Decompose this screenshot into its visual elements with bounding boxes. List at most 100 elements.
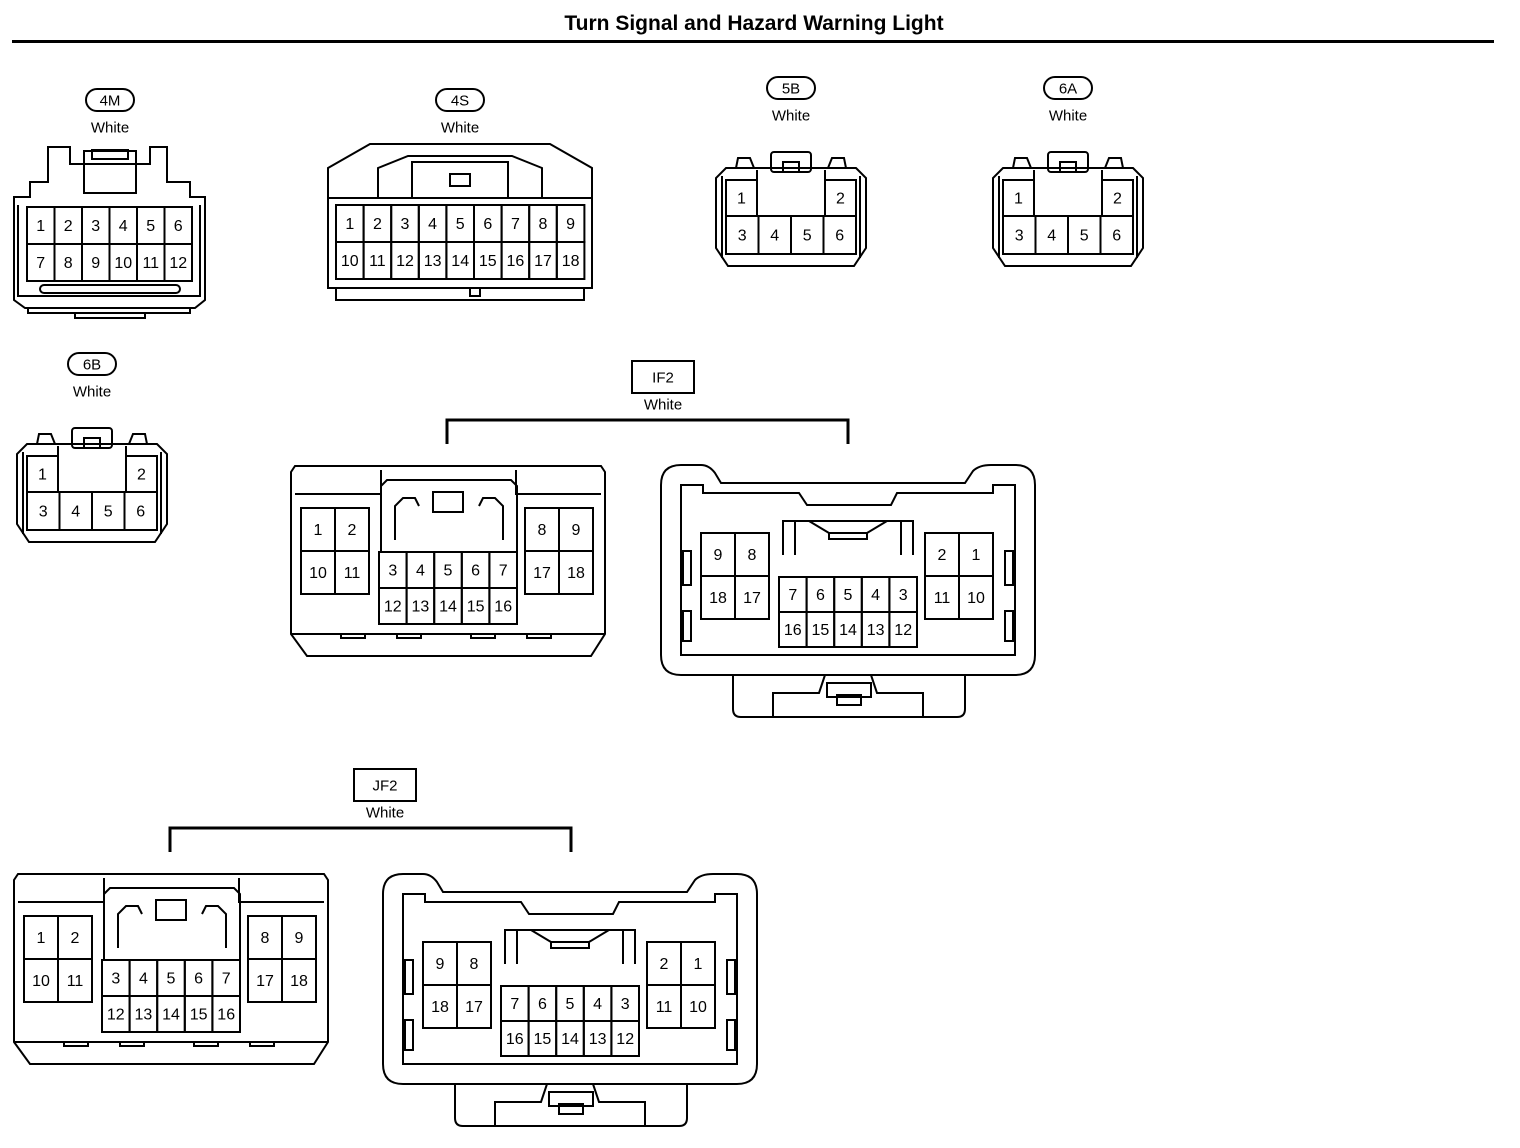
pin-number: 1 [972,547,981,564]
pin-number: 17 [465,999,483,1016]
connector-id: 5B [782,81,800,98]
pin-number: 10 [341,253,359,270]
pin-number: 13 [867,622,885,639]
pin-number: 12 [616,1031,634,1048]
pin-number: 5 [444,563,453,580]
pin-number: 5 [566,996,575,1013]
pin-number: 3 [621,996,630,1013]
pin-cell [211,995,241,1033]
pin-number: 7 [499,563,508,580]
pin-number: 6 [816,587,825,604]
connector-tag [85,88,135,112]
pin-number: 18 [709,590,727,607]
pin-number: 10 [309,565,327,582]
pin-number: 9 [566,216,575,233]
pin-number: 5 [844,587,853,604]
pin-number: 6 [835,228,844,245]
pin-number: 9 [714,547,723,564]
connector-tag [1043,76,1093,100]
pin-number: 8 [538,522,547,539]
pin-number: 2 [1113,191,1122,208]
pin-number: 11 [369,253,386,270]
pin-number: 9 [91,255,100,272]
pin-number: 4 [139,971,148,988]
pin-number: 16 [784,622,802,639]
pin-cell [958,575,994,620]
pin-number: 18 [290,973,308,990]
pin-number: 1 [36,218,45,235]
connector-color: White [73,384,111,401]
pin-number: 12 [107,1007,125,1024]
pin-number: 6 [136,504,145,521]
pin-number: 11 [934,590,951,607]
pin-number: 4 [416,563,425,580]
pin-cell [456,984,492,1029]
pin-number: 3 [738,228,747,245]
pin-number: 5 [456,216,465,233]
connector-color: White [772,108,810,125]
pin-cell [334,550,370,595]
pin-number: 8 [470,956,479,973]
pin-number: 10 [114,255,132,272]
pin-number: 9 [572,522,581,539]
pin-number: 4 [593,996,602,1013]
pin-number: 2 [373,216,382,233]
connector-color: White [644,397,682,414]
pin-number: 1 [737,191,746,208]
pin-cell [488,587,518,625]
pin-number: 2 [64,218,73,235]
connector-tag [353,768,417,802]
pin-number: 17 [534,253,552,270]
pin-number: 12 [396,253,414,270]
pin-number: 11 [142,255,159,272]
pin-number: 6 [538,996,547,1013]
pin-number: 15 [190,1007,208,1024]
pin-number: 16 [507,253,525,270]
pin-number: 14 [561,1031,579,1048]
pin-number: 3 [401,216,410,233]
connector-color: White [1049,108,1087,125]
pin-number: 15 [812,622,830,639]
pin-number: 2 [938,547,947,564]
connector-tag [435,88,485,112]
pin-number: 6 [483,216,492,233]
connector-color: White [441,120,479,137]
title-rule [12,40,1494,43]
pin-number: 5 [104,504,113,521]
pin-number: 8 [261,930,270,947]
connector-tag [67,352,117,376]
pin-number: 8 [64,255,73,272]
pin-number: 5 [803,228,812,245]
pin-number: 9 [436,956,445,973]
pin-number: 7 [222,971,231,988]
pin-number: 17 [256,973,274,990]
pin-number: 18 [562,253,580,270]
pin-number: 17 [533,565,551,582]
connector-id: 6B [83,357,101,374]
pin-number: 11 [656,999,673,1016]
pin-cell [888,611,919,648]
pin-number: 11 [344,565,361,582]
pin-number: 9 [295,930,304,947]
pin-number: 16 [494,599,512,616]
pin-number: 7 [36,255,45,272]
pin-cell [555,241,586,280]
pin-number: 5 [1080,228,1089,245]
pin-number: 12 [384,599,402,616]
pin-number: 4 [770,228,779,245]
pin-number: 7 [788,587,797,604]
pin-number: 15 [534,1031,552,1048]
pin-number: 1 [314,522,323,539]
pin-number: 8 [748,547,757,564]
pin-number: 2 [660,956,669,973]
pin-number: 7 [511,216,520,233]
connector-id: IF2 [652,370,674,387]
pin-number: 13 [424,253,442,270]
pin-number: 16 [217,1007,235,1024]
pin-number: 17 [743,590,761,607]
